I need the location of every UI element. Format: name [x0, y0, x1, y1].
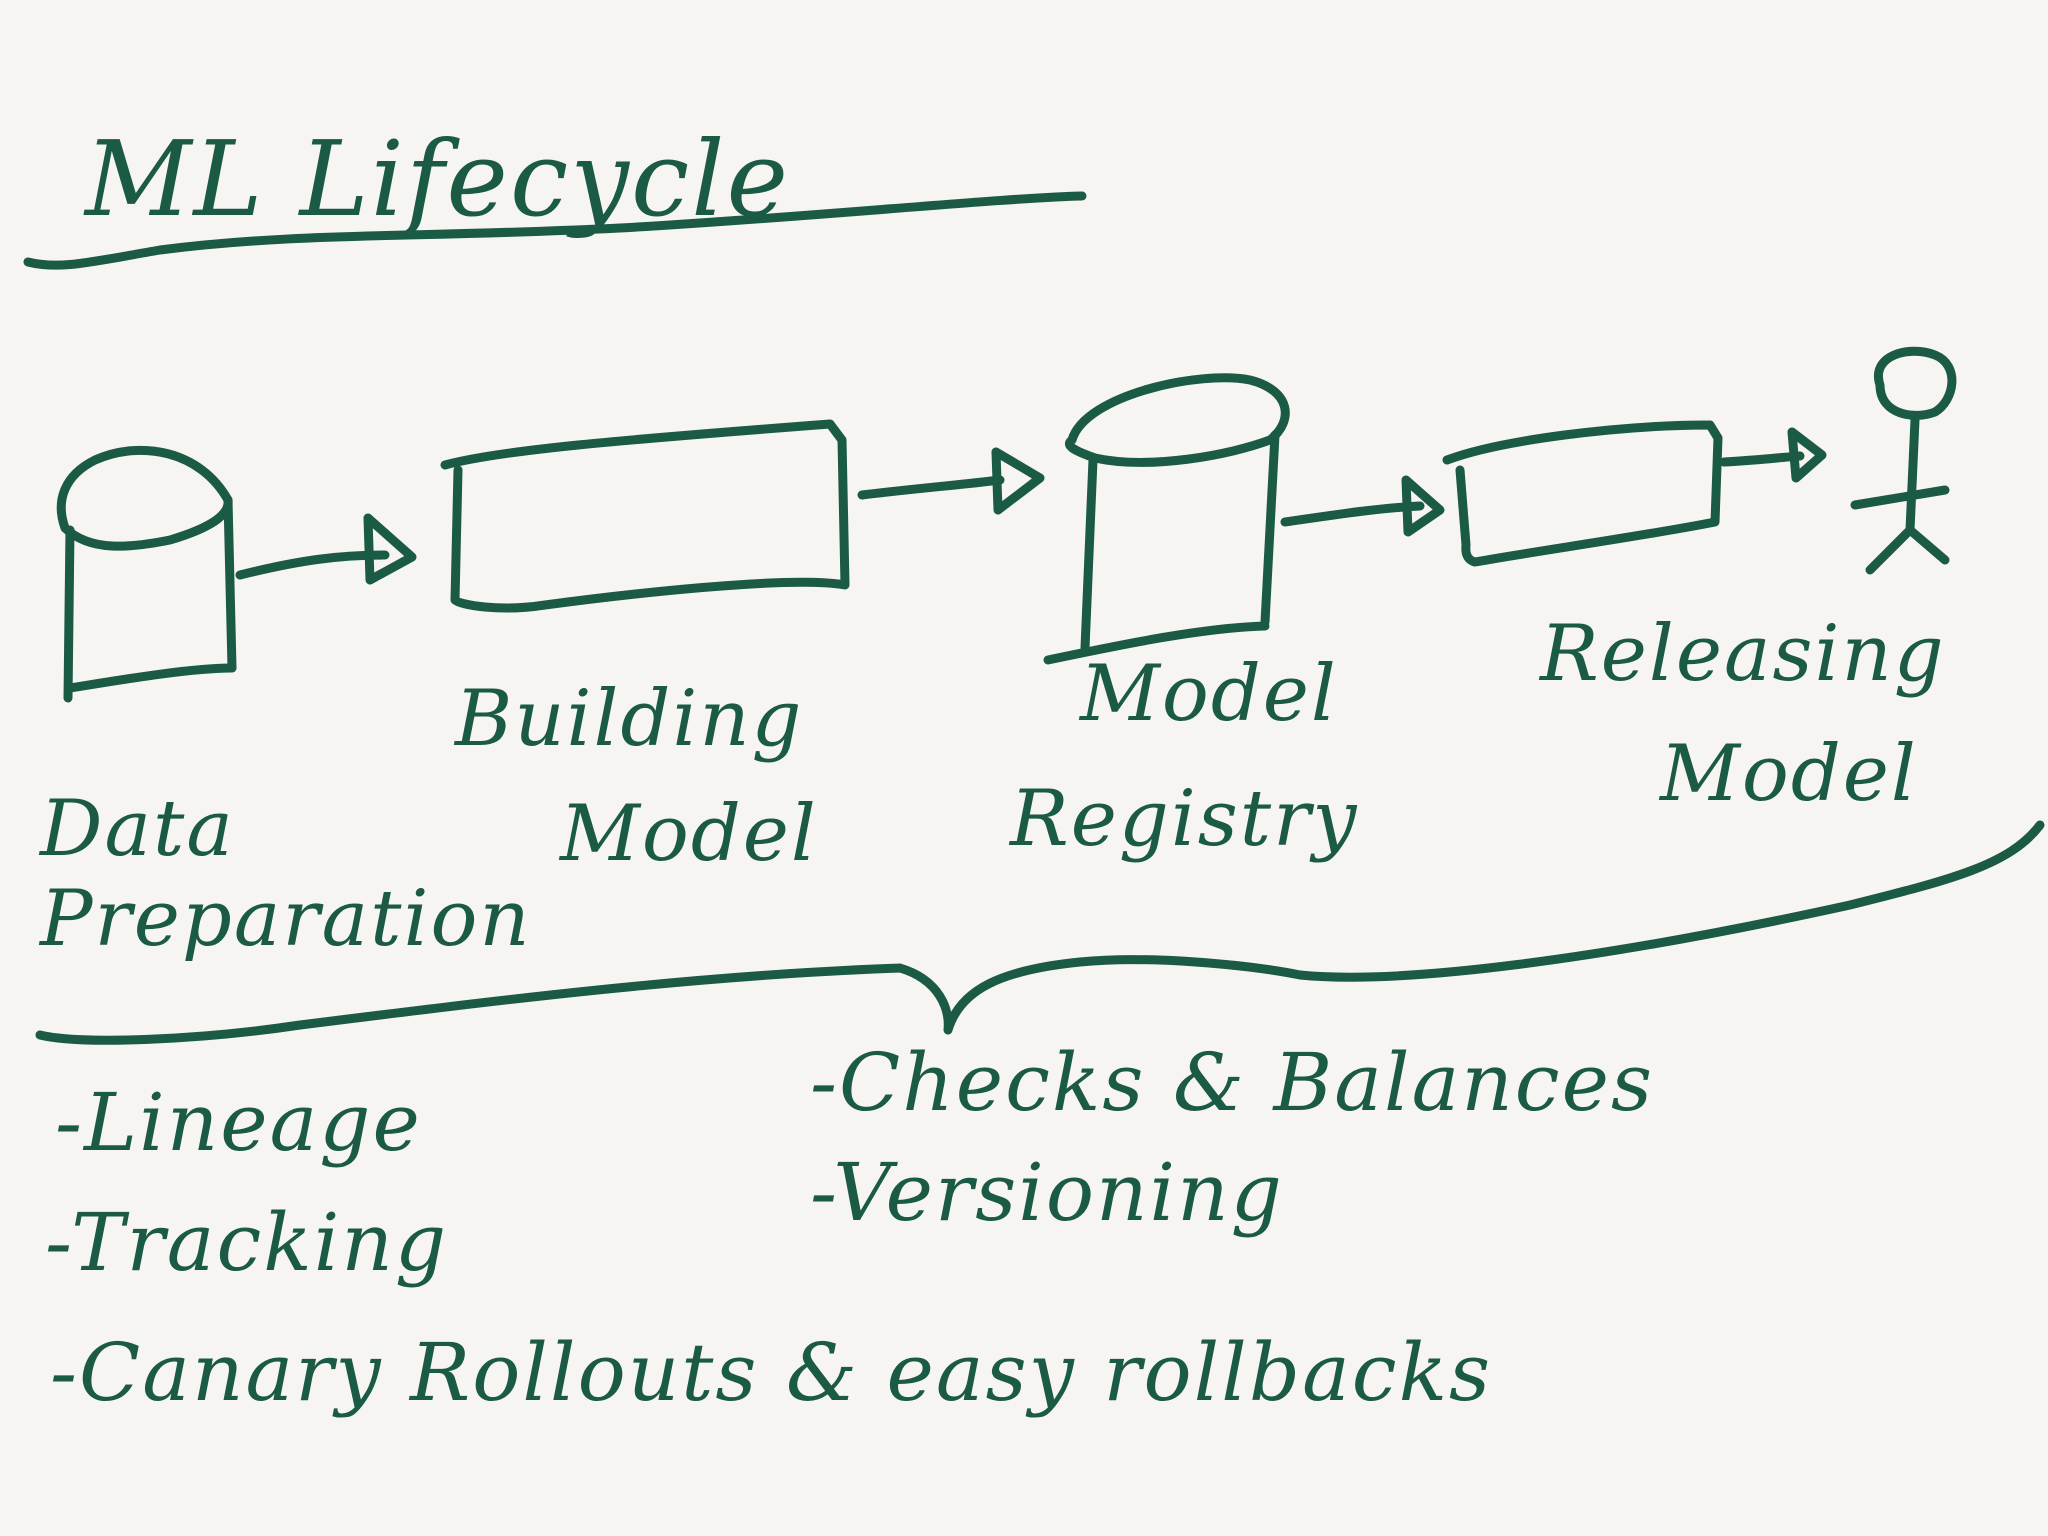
model-registry-cylinder — [1043, 373, 1290, 665]
stage-label-model-registry-line1: Model — [1078, 649, 1338, 739]
releasing-model-box — [1442, 420, 1723, 567]
bullet-tracking: -Tracking — [45, 1196, 448, 1289]
release-target-stick-figure — [1850, 346, 1957, 575]
stage-label-model-registry-line2: Registry — [1008, 774, 1359, 864]
data-preparation-cylinder — [56, 445, 237, 703]
bullet-lineage: -Lineage — [55, 1076, 422, 1169]
arrow-registry-to-releasing — [1280, 475, 1445, 537]
section-brace — [35, 820, 2045, 1045]
arrow-data-to-building — [235, 513, 417, 585]
stage-label-building-model-line1: Building — [453, 674, 804, 764]
stage-label-building-model-line2: Model — [558, 789, 818, 879]
stage-label-data-preparation-line2: Preparation — [38, 874, 532, 964]
arrow-releasing-to-target — [1719, 427, 1827, 483]
stage-label-releasing-model-line1: Releasing — [1538, 609, 1946, 699]
stage-label-data-preparation-line1: Data — [38, 784, 235, 874]
diagram-title: ML Lifecycle — [83, 118, 790, 240]
building-model-box — [440, 419, 850, 613]
bullet-checks-and-balances: -Checks & Balances — [810, 1036, 1654, 1129]
arrow-building-to-registry — [857, 447, 1045, 515]
bullet-canary-rollouts: -Canary Rollouts & easy rollbacks — [50, 1326, 1492, 1419]
title-underline — [23, 191, 1087, 270]
stage-label-releasing-model-line2: Model — [1658, 729, 1918, 819]
bullet-versioning: -Versioning — [810, 1146, 1284, 1239]
